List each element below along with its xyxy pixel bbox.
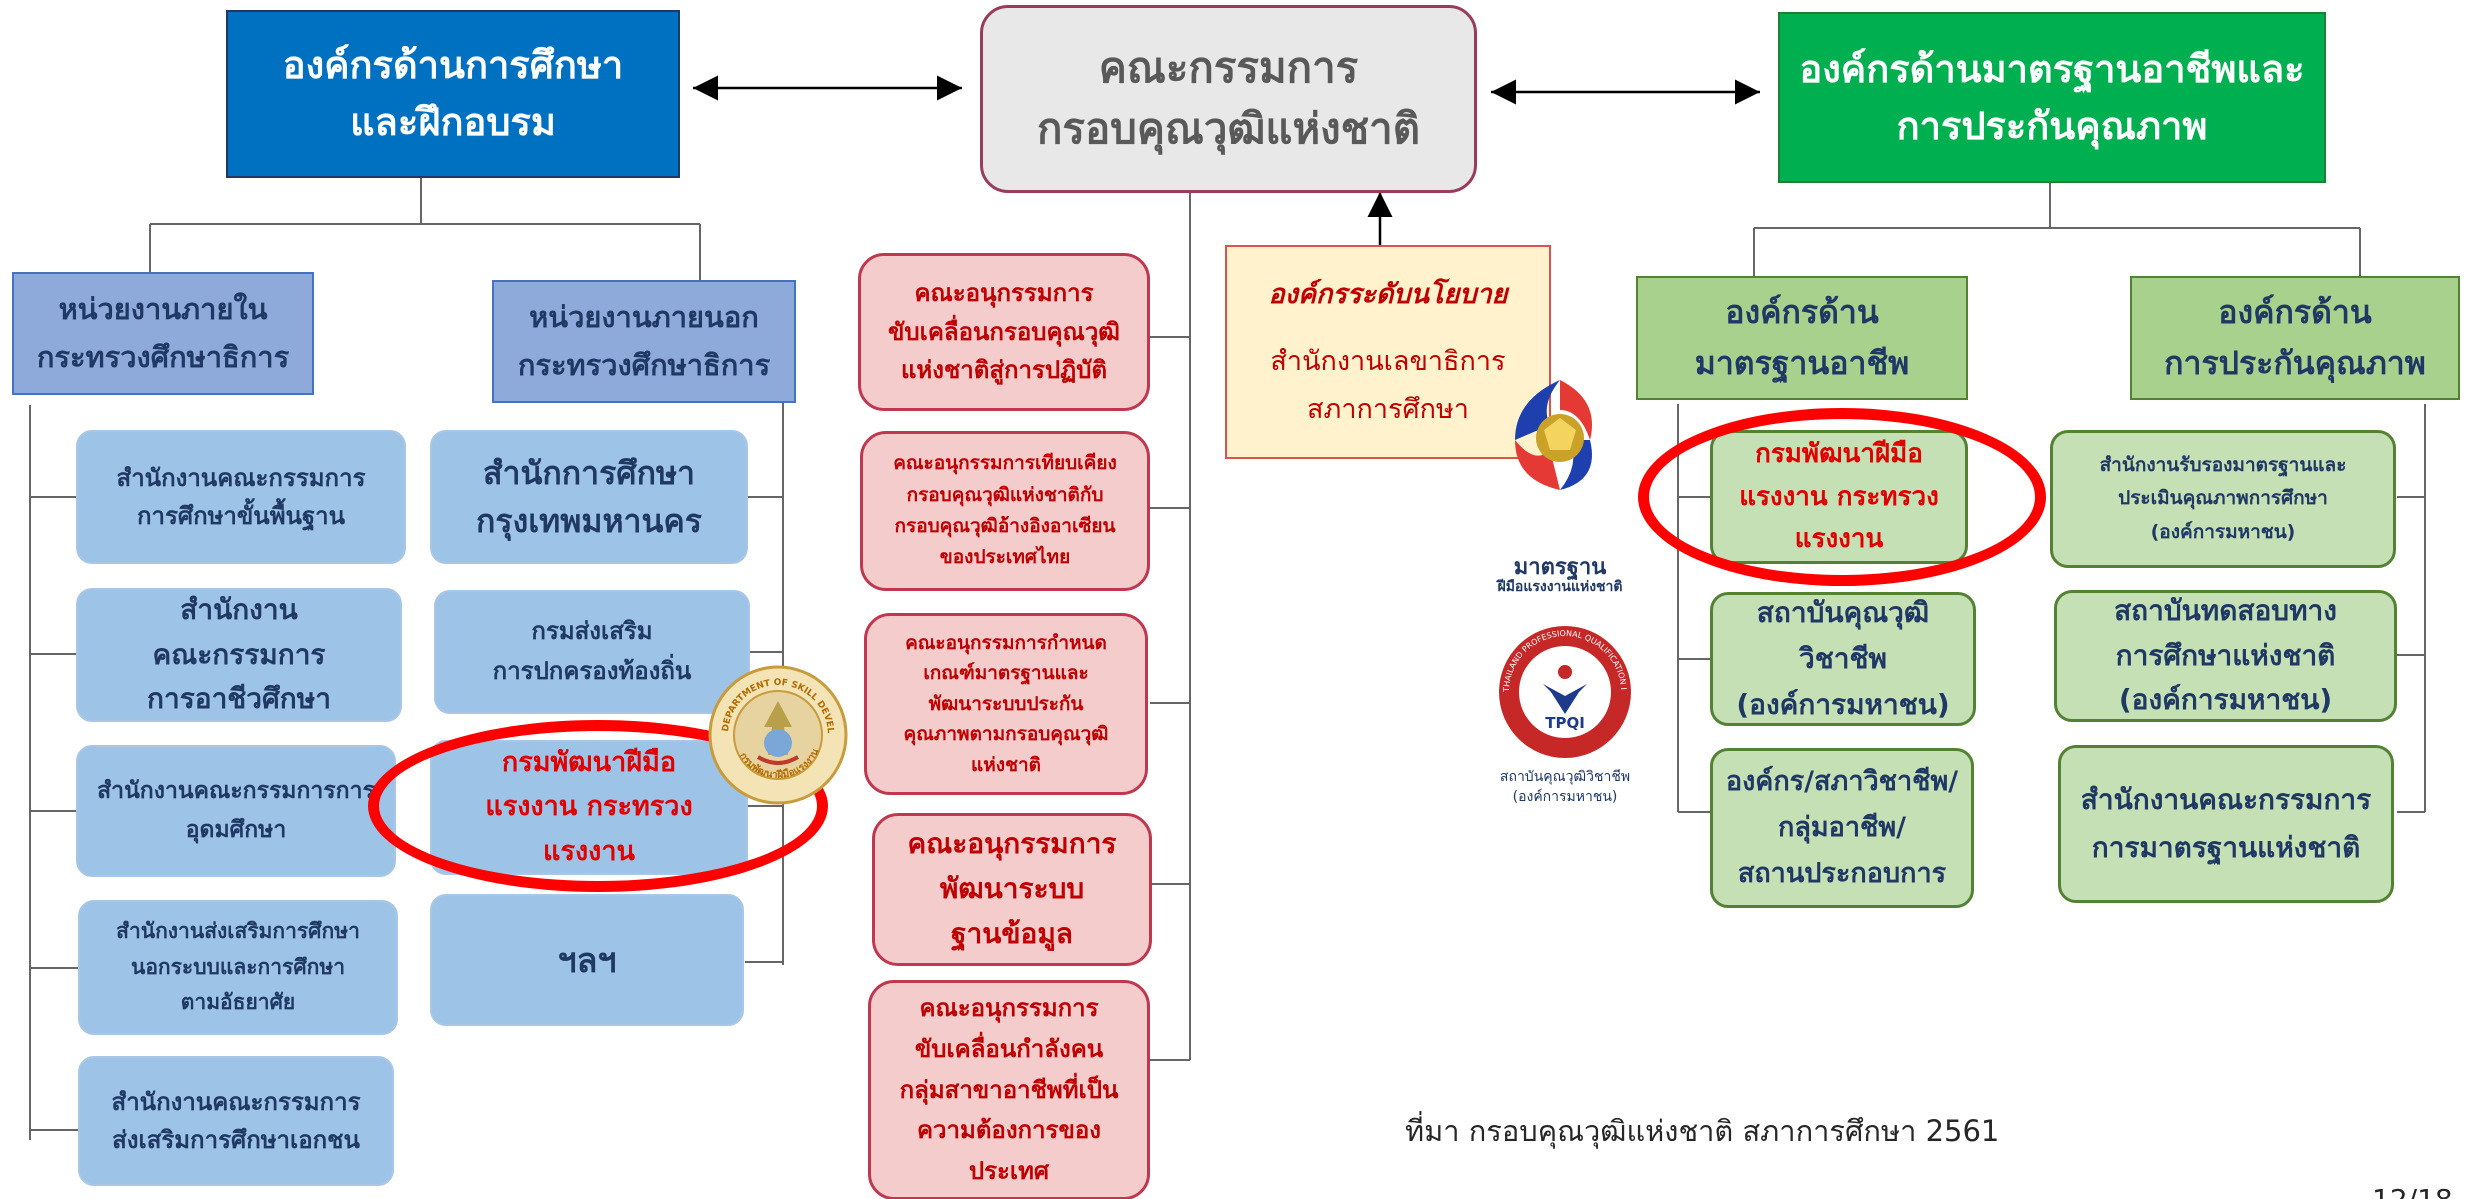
header-education-training: องค์กรด้านการศึกษาและฝึกอบรม (226, 10, 680, 178)
subcommittee-implementation: คณะอนุกรรมการขับเคลื่อนกรอบคุณวุฒิแห่งชา… (858, 253, 1150, 411)
skill-standard-word: มาตรฐาน (1513, 555, 1607, 580)
header-internal-agencies: หน่วยงานภายในกระทรวงศึกษาธิการ (12, 272, 314, 395)
skill-standard-logo (1490, 370, 1630, 550)
subcommittee-database: คณะอนุกรรมการพัฒนาระบบฐานข้อมูล (872, 813, 1152, 966)
svg-text:TPQI: TPQI (1545, 714, 1585, 732)
page-number: 12/18 (2372, 1183, 2453, 1199)
source-note: ที่มา กรอบคุณวุฒิแห่งชาติ สภาการศึกษา 25… (1405, 1114, 2000, 1148)
tpqi-logo: THAILAND PROFESSIONAL QUALIFICATION INST… (1492, 615, 1635, 762)
list-item-nsc: สำนักงานคณะกรรมการการมาตรฐานแห่งชาติ (2058, 745, 2394, 903)
subcommittee-workforce: คณะอนุกรรมการขับเคลื่อนกำลังคนกลุ่มสาขาอ… (868, 980, 1150, 1199)
list-item-local-administration: กรมส่งเสริมการปกครองท้องถิ่น (434, 590, 750, 714)
header-occupational-standards-qa: องค์กรด้านมาตรฐานอาชีพและการประกันคุณภาพ (1778, 12, 2326, 183)
list-item-dsd-left: กรมพัฒนาฝีมือแรงงาน กระทรวงแรงงาน (430, 740, 748, 875)
dsd-seal-logo: DEPARTMENT OF SKILL DEVELOPMENT กรมพัฒนา… (704, 658, 848, 805)
tpqi-caption: สถาบันคุณวุฒิวิชาชีพ (องค์การมหาชน) (1499, 769, 1631, 805)
header-occupational-standards: องค์กรด้านมาตรฐานอาชีพ (1636, 276, 1968, 400)
list-item-tpqi: สถาบันคุณวุฒิวิชาชีพ(องค์การมหาชน) (1710, 592, 1976, 726)
list-item-opec: สำนักงานคณะกรรมการส่งเสริมการศึกษาเอกชน (78, 1056, 394, 1186)
list-item-professional-bodies: องค์กร/สภาวิชาชีพ/กลุ่มอาชีพ/สถานประกอบก… (1710, 748, 1974, 908)
policy-organization-box: องค์กรระดับนโยบาย สำนักงานเลขาธิการสภากา… (1225, 245, 1551, 459)
header-quality-assurance: องค์กรด้านการประกันคุณภาพ (2130, 276, 2460, 400)
list-item-etc: ฯลฯ (430, 894, 744, 1026)
subcommittee-asean-referencing: คณะอนุกรรมการเทียบเคียงกรอบคุณวุฒิแห่งชา… (860, 431, 1150, 591)
header-national-qualifications-committee: คณะกรรมการกรอบคุณวุฒิแห่งชาติ (980, 5, 1477, 193)
subcommittee-standards-qa: คณะอนุกรรมการกำหนดเกณฑ์มาตรฐานและพัฒนาระ… (864, 613, 1148, 795)
skill-standard-caption: ฝีมือแรงงานแห่งชาติ (1497, 579, 1623, 595)
list-item-dsd-right: กรมพัฒนาฝีมือแรงงาน กระทรวงแรงงาน (1710, 430, 1968, 564)
list-item-ovec: สำนักงานคณะกรรมการการอาชีวศึกษา (76, 588, 402, 722)
list-item-nfe: สำนักงานส่งเสริมการศึกษานอกระบบและการศึก… (78, 900, 398, 1035)
list-item-bangkok-education: สำนักการศึกษากรุงเทพมหานคร (430, 430, 748, 564)
header-external-agencies: หน่วยงานภายนอกกระทรวงศึกษาธิการ (492, 280, 796, 403)
list-item-onesqa: สำนักงานรับรองมาตรฐานและประเมินคุณภาพการ… (2050, 430, 2396, 568)
list-item-ohec: สำนักงานคณะกรรมการการอุดมศึกษา (76, 745, 396, 877)
list-item-obec: สำนักงานคณะกรรมการการศึกษาขั้นพื้นฐาน (76, 430, 406, 564)
list-item-niets: สถาบันทดสอบทางการศึกษาแห่งชาติ(องค์การมห… (2054, 590, 2397, 722)
